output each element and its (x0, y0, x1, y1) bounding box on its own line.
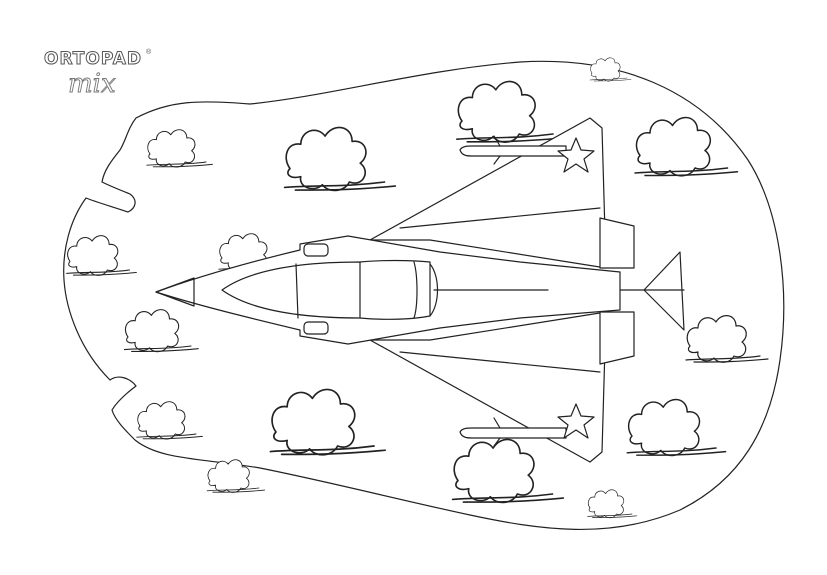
canopy (221, 261, 361, 319)
cloud (451, 438, 565, 504)
fuselage (155, 235, 621, 345)
lower-wing (369, 311, 607, 463)
logo-brand-text: ORTOPAD (44, 49, 142, 69)
hatch (303, 243, 329, 257)
cloud (66, 235, 137, 276)
missile (459, 145, 567, 157)
cloud (589, 57, 632, 82)
cloud (146, 129, 213, 168)
ortopad-mix-logo: ORTOPAD ® mix (42, 44, 162, 104)
cloud (587, 489, 638, 519)
hatch (303, 321, 329, 335)
cloud (283, 126, 397, 192)
cloud (136, 401, 203, 440)
star-insignia (557, 137, 595, 173)
logo-line-text: mix (68, 69, 116, 99)
missile (459, 427, 567, 439)
cloud (206, 459, 266, 493)
cloud (456, 80, 565, 143)
jet-fighter (155, 117, 685, 463)
cloud (123, 309, 199, 353)
cloud (634, 116, 739, 177)
cloud (685, 314, 769, 363)
cloud (269, 388, 387, 456)
cloud (626, 398, 727, 457)
patch-outline (63, 60, 785, 531)
star-insignia (557, 403, 595, 439)
tail-fin (643, 251, 685, 331)
logo-registered-mark: ® (146, 48, 152, 56)
